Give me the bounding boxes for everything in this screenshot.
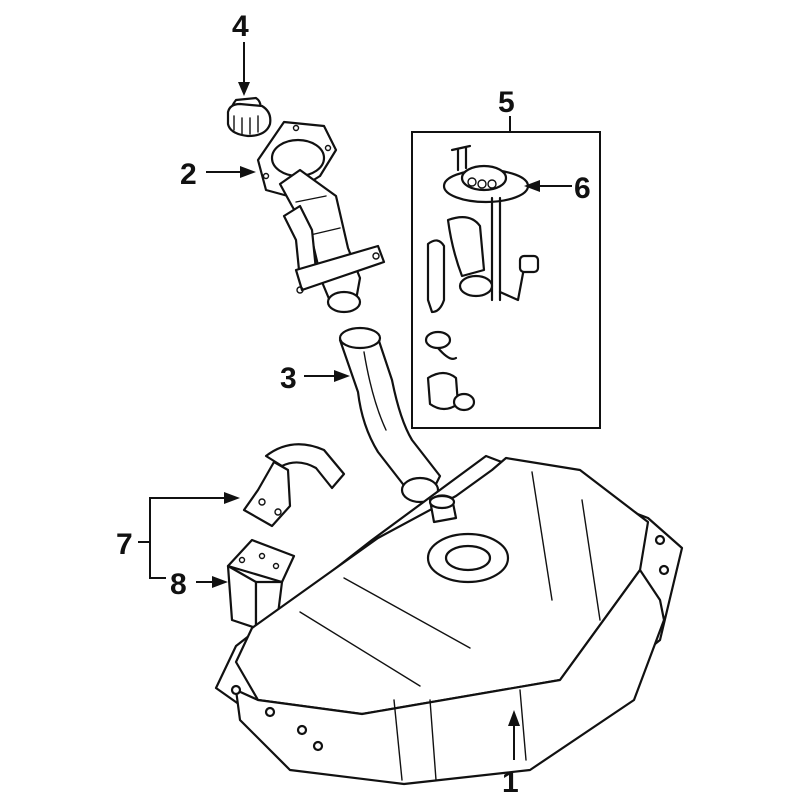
callout-label-6: 6 (574, 172, 591, 205)
callout-label-8: 8 (170, 568, 187, 601)
callout-label-1: 1 (502, 766, 519, 799)
fuel-tank[interactable] (214, 454, 684, 786)
fuel-pump-sender-unit[interactable] (424, 144, 540, 412)
callout-4: 4 (232, 10, 250, 96)
callout-label-4: 4 (232, 10, 249, 43)
callout-label-2: 2 (180, 158, 197, 191)
pump-assembly-box (411, 131, 601, 429)
callout-8: 8 (170, 568, 228, 601)
fuel-cap[interactable] (226, 96, 272, 138)
callout-5: 5 (498, 86, 515, 132)
filler-hose[interactable] (338, 326, 442, 504)
callout-2: 2 (180, 158, 256, 191)
callout-label-7: 7 (116, 528, 133, 561)
callout-label-3: 3 (280, 362, 297, 395)
callout-label-5: 5 (498, 86, 515, 119)
upper-hose-bracket[interactable] (242, 443, 346, 528)
callout-7: 7 (116, 492, 240, 579)
callout-3: 3 (280, 362, 350, 395)
filler-neck[interactable] (256, 120, 386, 314)
callout-1: 1 (502, 710, 520, 799)
callout-6: 6 (524, 172, 591, 205)
